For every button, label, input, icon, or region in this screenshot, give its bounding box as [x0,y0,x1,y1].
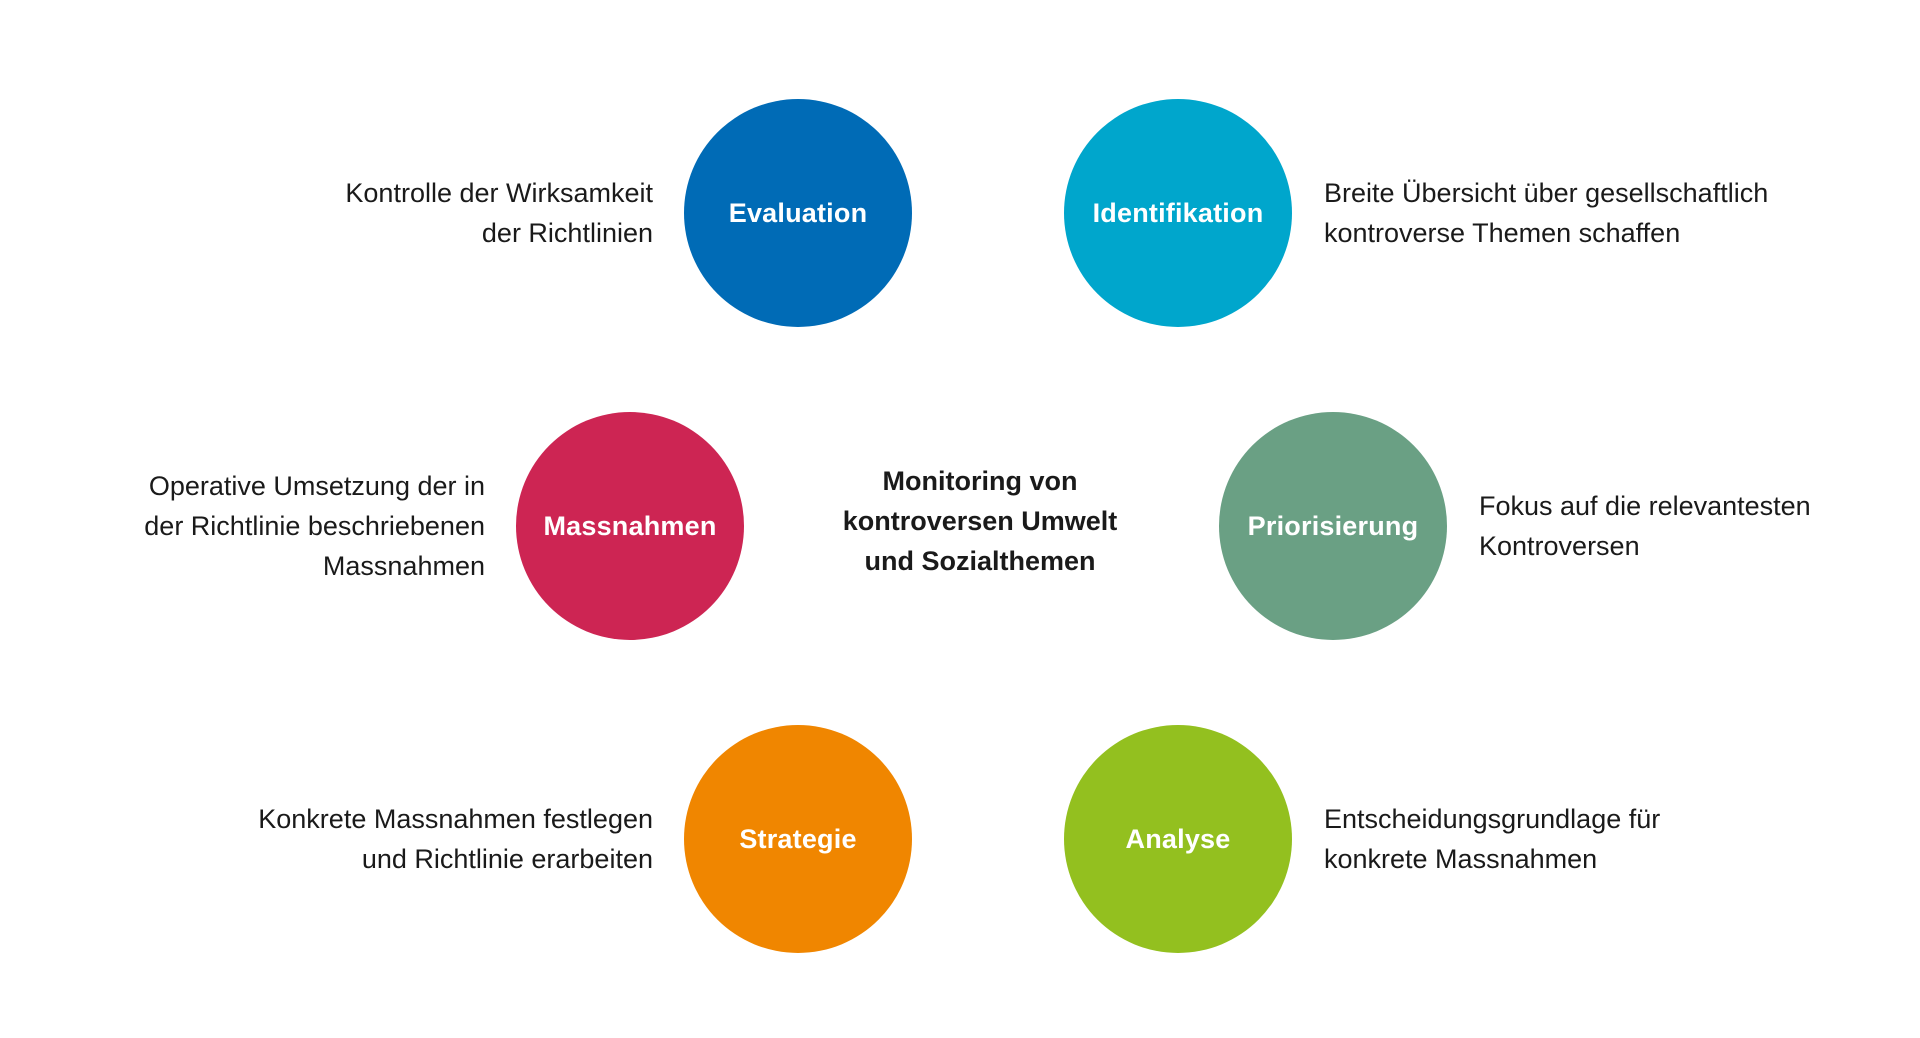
priorisierung-label: Priorisierung [1247,510,1419,541]
identifikation-circle: Identifikation [1064,99,1292,327]
priorisierung-description: Fokus auf die relevantesten Kontroversen [1479,486,1811,566]
center-title-line: und Sozialthemen [864,546,1096,576]
analyse-label: Analyse [1125,823,1231,854]
massnahmen-description: Operative Umsetzung der in der Richtlini… [144,466,485,586]
evaluation-description-line: der Richtlinien [481,218,653,248]
analyse-circle: Analyse [1064,725,1292,953]
massnahmen-circle: Massnahmen [516,412,744,640]
massnahmen-description-line: Massnahmen [322,551,485,581]
evaluation-label: Evaluation [728,197,868,228]
massnahmen-description-line: der Richtlinie beschriebenen [144,511,485,541]
priorisierung-circle: Priorisierung [1219,412,1447,640]
massnahmen-label: Massnahmen [543,510,717,541]
identifikation-description: Breite Übersicht über gesellschaftlich k… [1324,173,1768,253]
strategie-description-line: und Richtlinie erarbeiten [361,844,653,874]
identifikation-label: Identifikation [1092,197,1264,228]
massnahmen-description-line: Operative Umsetzung der in [148,471,485,501]
evaluation-description: Kontrolle der Wirksamkeit der Richtlinie… [345,173,653,253]
evaluation-circle: Evaluation [684,99,912,327]
center-title-line: Monitoring von [882,466,1078,496]
strategie-circle: Strategie [684,725,912,953]
priorisierung-description-line: Kontroversen [1479,531,1640,561]
analyse-description-line: Entscheidungsgrundlage für [1324,804,1661,834]
analyse-description-line: konkrete Massnahmen [1324,844,1598,874]
identifikation-description-line: Breite Übersicht über gesellschaftlich [1324,178,1769,208]
strategie-description-line: Konkrete Massnahmen festlegen [258,804,653,834]
strategie-description: Konkrete Massnahmen festlegen und Richtl… [258,799,653,879]
evaluation-description-line: Kontrolle der Wirksamkeit [345,178,653,208]
center-title: Monitoring von kontroversen Umwelt und S… [820,461,1140,581]
priorisierung-description-line: Fokus auf die relevantesten [1479,491,1811,521]
identifikation-description-line: kontroverse Themen schaffen [1324,218,1681,248]
analyse-description: Entscheidungsgrundlage für konkrete Mass… [1324,799,1660,879]
center-title-line: kontroversen Umwelt [842,506,1118,536]
strategie-label: Strategie [739,823,857,854]
